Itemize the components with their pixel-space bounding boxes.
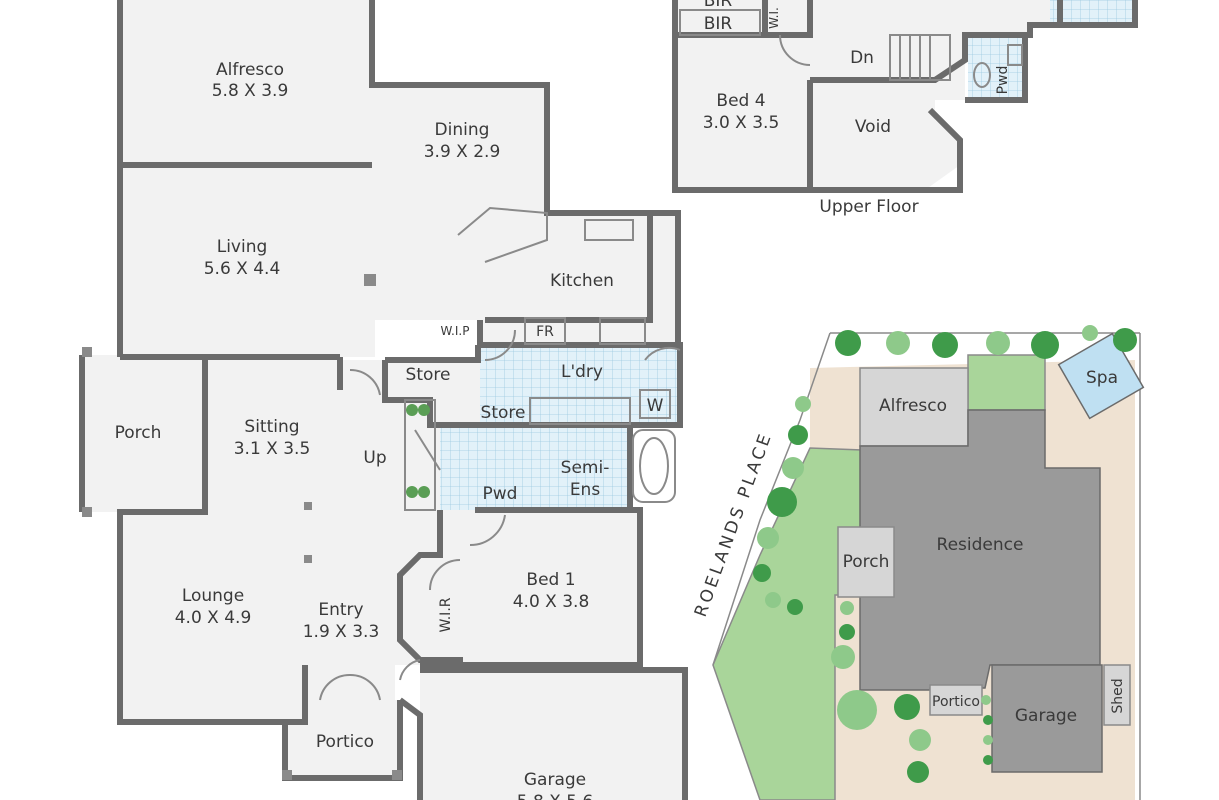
stair-down-label: Dn: [850, 48, 874, 68]
store-label: Store: [406, 365, 451, 385]
wir-label: W.I.R: [438, 597, 454, 632]
entry-dims: 1.9 X 3.3: [303, 622, 380, 642]
shed-label: Shed: [1110, 678, 1126, 713]
dining-label: Dining: [435, 120, 490, 140]
site-porch-label: Porch: [843, 552, 890, 572]
alfresco-dims: 5.8 X 3.9: [212, 81, 289, 101]
lounge-label: Lounge: [182, 586, 244, 606]
bed1-dims: 4.0 X 3.8: [513, 592, 590, 612]
porch-label: Porch: [115, 423, 162, 443]
upper-floor-title: Upper Floor: [819, 197, 918, 217]
lounge-dims: 4.0 X 4.9: [175, 608, 252, 628]
garage-dims: 5.8 X 5.6: [517, 792, 594, 800]
powder-tiling: [440, 425, 505, 510]
powder-label: Pwd: [483, 484, 518, 504]
ensuite-label-1: Semi-: [561, 458, 610, 478]
void-label: Void: [855, 117, 891, 137]
alfresco-label: Alfresco: [216, 60, 284, 80]
upper-bir-top-label: BIR: [704, 0, 733, 11]
ensuite-label-2: Ens: [570, 480, 601, 500]
portico-label: Portico: [316, 732, 374, 752]
washer-label: W: [647, 396, 664, 416]
ensuite-tiling: [475, 425, 630, 510]
sitting-dims: 3.1 X 3.5: [234, 439, 311, 459]
site-garage-label: Garage: [1015, 706, 1077, 726]
site-alfresco-label: Alfresco: [879, 396, 947, 416]
laundry-label: L'dry: [561, 362, 603, 382]
living-label: Living: [217, 237, 268, 257]
bed1-label: Bed 1: [526, 570, 575, 590]
site-plan: ROELANDS PLACE Spa Alfresco Residence Po…: [691, 325, 1145, 800]
spa-label: Spa: [1086, 368, 1118, 388]
living-dims: 5.6 X 4.4: [204, 259, 281, 279]
tree-icons: [753, 325, 1137, 783]
ground-floor-plan: Alfresco 5.8 X 3.9 Dining 3.9 X 2.9 Livi…: [79, 0, 688, 800]
dining-dims: 3.9 X 2.9: [424, 142, 501, 162]
upper-bir-label: BIR: [704, 14, 733, 34]
garage-label: Garage: [524, 770, 586, 790]
bed4-label: Bed 4: [716, 91, 765, 111]
upper-wi-label: W.I.: [767, 7, 781, 29]
sitting-label: Sitting: [244, 417, 299, 437]
store2-label: Store: [481, 403, 526, 423]
kitchen-label: Kitchen: [550, 271, 614, 291]
entry-label: Entry: [318, 600, 363, 620]
planter-icons: [406, 404, 430, 498]
pantry-label: W.I.P: [441, 324, 470, 338]
upper-floor-plan: BIR BIR W.I. Dn Pwd Bed 4 3.0 X 3.5 Void…: [672, 0, 1138, 217]
upper-powder-label: Pwd: [995, 66, 1011, 95]
residence-label: Residence: [937, 535, 1024, 555]
stair-up-label: Up: [363, 448, 386, 468]
fridge-label: FR: [536, 324, 554, 340]
site-portico-label: Portico: [932, 694, 980, 710]
bed4-dims: 3.0 X 3.5: [703, 113, 780, 133]
